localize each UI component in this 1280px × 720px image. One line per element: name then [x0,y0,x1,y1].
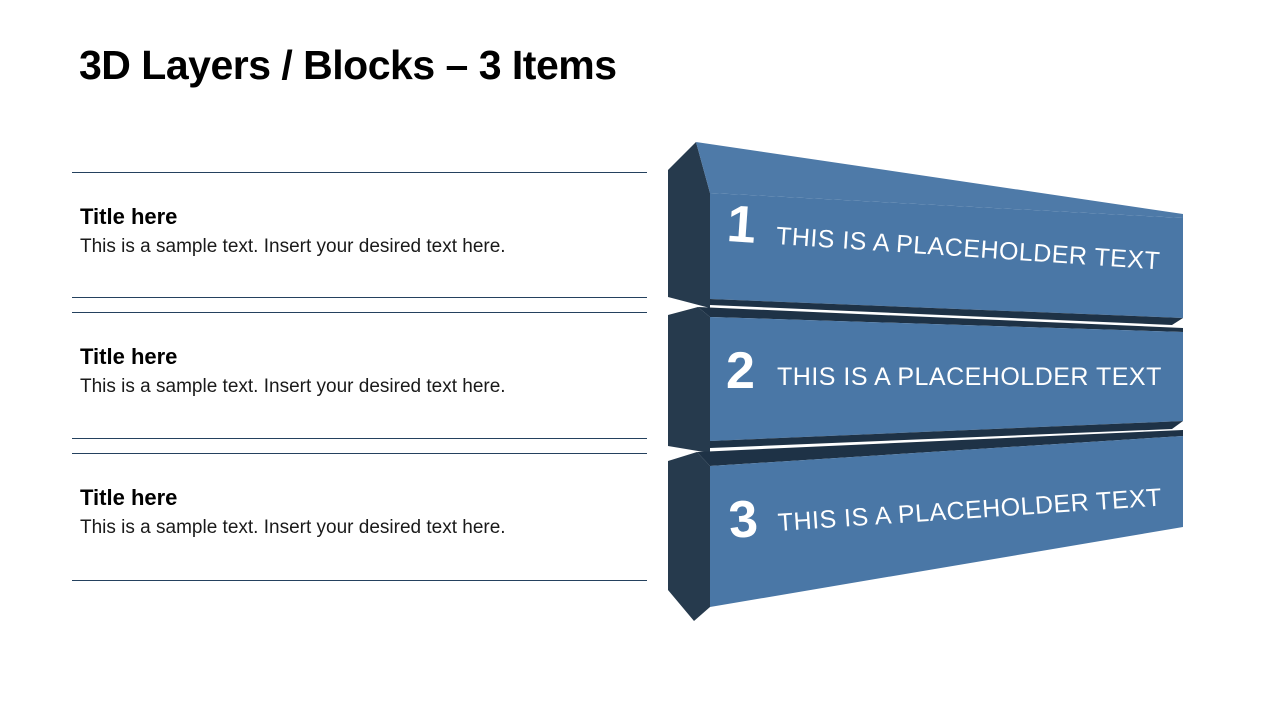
section-1-title: Title here [80,204,178,229]
section-3-title: Title here [80,485,178,510]
section-1-body: This is a sample text. Insert your desir… [80,236,506,258]
block-1-bottom-face [710,299,1183,325]
text-section-2-inner: Title here This is a sample text. Insert… [72,313,647,399]
section-2-body: This is a sample text. Insert your desir… [80,376,506,398]
text-section-2: Title here This is a sample text. Insert… [72,312,647,439]
slide-title: 3D Layers / Blocks – 3 Items [79,42,617,88]
text-section-1: Title here This is a sample text. Insert… [72,172,647,298]
block-2-top-face [698,307,1183,332]
block-3-shape [668,430,1183,621]
text-section-3: Title here This is a sample text. Insert… [72,453,647,581]
block-2-label: THIS IS A PLACEHOLDER TEXT [777,363,1162,391]
block-2-shape [668,307,1183,453]
block-1-top-face [696,142,1183,218]
text-section-3-inner: Title here This is a sample text. Insert… [72,454,647,540]
block-1-side-face [668,142,710,308]
section-2-title: Title here [80,344,178,369]
section-3-body: This is a sample text. Insert your desir… [80,517,506,539]
block-2-bottom-face [710,421,1183,448]
block-3-number: 3 [726,489,760,550]
block-1-shape [668,142,1183,325]
block-2-number: 2 [726,342,755,400]
text-section-1-inner: Title here This is a sample text. Insert… [72,173,647,259]
block-3-front-face [710,436,1183,607]
block-3-side-face [668,452,710,621]
block-1-number: 1 [725,195,759,255]
block-3-top-face [697,430,1183,466]
block-1-front-face [710,193,1183,318]
block-2-front-face [710,317,1183,441]
block-2-side-face [668,307,710,453]
